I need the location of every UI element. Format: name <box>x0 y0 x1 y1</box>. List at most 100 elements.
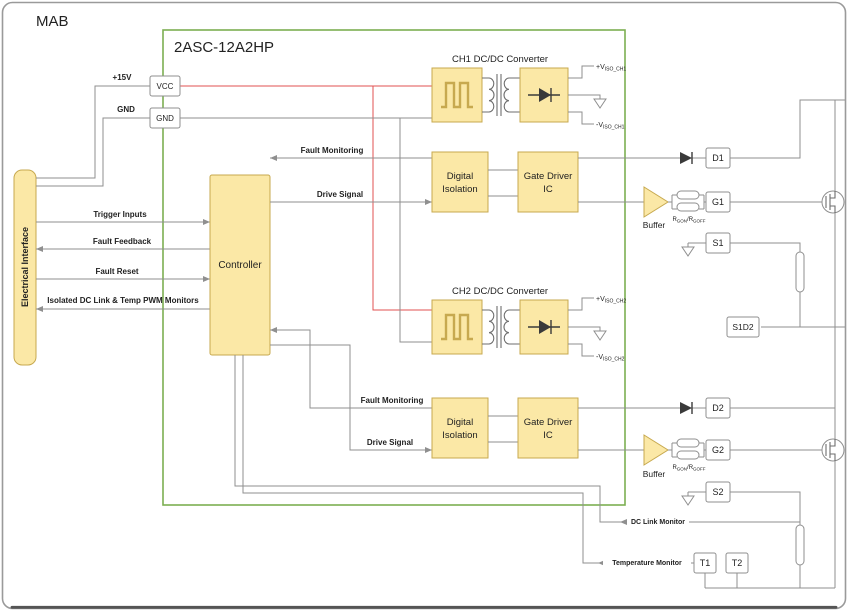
module-title: 2ASC-12A2HP <box>174 39 274 56</box>
terminal-t1 <box>693 552 717 574</box>
terminal-t2-label: T2 <box>732 558 743 568</box>
power-bridge <box>704 99 845 589</box>
ch1-isolation-driver-links <box>488 169 518 197</box>
ch2-buffer-label: Buffer <box>643 469 666 479</box>
board-label: MAB <box>36 13 69 30</box>
ch1-ground-icon <box>593 98 607 109</box>
terminal-g1-label: G1 <box>712 197 724 207</box>
ch2-gate-resistor-wires <box>668 442 706 458</box>
trigger-inputs-label: Trigger Inputs <box>93 210 147 219</box>
d2-diode-icon <box>680 402 693 414</box>
ch2-fault-monitoring-arrow-icon <box>270 327 277 333</box>
ch2-pwm-icon <box>441 313 473 341</box>
rail-15v-label: +15V <box>113 73 133 82</box>
ch2-rectifier-diode-icon <box>528 320 560 334</box>
ch1-vneg-label: -VISO_CH1 <box>596 122 625 131</box>
terminal-t2 <box>725 552 749 574</box>
low-side-resistor-icon <box>795 524 805 566</box>
ch2-rgate-label: RGON/RGOFF <box>672 465 705 471</box>
power-feed-wires <box>36 85 150 187</box>
mosfet-high-icon <box>821 190 845 214</box>
ch2-transformer-icon <box>482 306 520 348</box>
terminal-s2-label: S2 <box>712 487 723 497</box>
vcc-pin <box>149 75 181 97</box>
ch1-rgon-resistor-icon <box>676 190 700 200</box>
ch1-pwm-icon <box>441 81 473 109</box>
ch1-transformer-icon <box>482 74 520 116</box>
terminal-d1 <box>705 147 731 169</box>
gnd-pin <box>149 107 181 129</box>
terminal-g2-label: G2 <box>712 445 724 455</box>
pwm-monitors-label: Isolated DC Link & Temp PWM Monitors <box>47 296 199 305</box>
vcc-rail-wire <box>180 85 432 311</box>
ch2-fault-monitoring-wire <box>270 329 432 409</box>
fault-feedback-arrow-icon <box>36 246 43 252</box>
terminal-d2-label: D2 <box>712 403 724 413</box>
controller-block <box>209 174 271 356</box>
ch1-drive-signal-arrow-icon <box>425 199 432 205</box>
s2-ground-icon <box>681 495 695 506</box>
dc-link-monitor-label-bg <box>627 515 689 527</box>
terminal-s1d2 <box>726 316 760 338</box>
ch2-ground-icon <box>593 330 607 341</box>
temperature-monitor-label: Temperature Monitor <box>612 560 682 567</box>
fault-feedback-label: Fault Feedback <box>93 237 152 246</box>
ch2-primary-block <box>431 299 483 355</box>
ch1-rgoff-resistor-icon <box>676 202 700 212</box>
ch2-converter-title: CH2 DC/DC Converter <box>452 286 548 297</box>
vcc-feed-wire <box>36 85 150 179</box>
interface-controller-wires <box>36 219 210 312</box>
ch2-gate-driver-block <box>517 397 579 459</box>
ch1-output-wires <box>568 65 601 125</box>
d1-diode-icon <box>680 152 693 164</box>
ch1-fault-monitoring-arrow-icon <box>270 155 277 161</box>
ch2-isolation-driver-links <box>488 415 518 443</box>
ch2-digital-isolation-block <box>431 397 489 459</box>
terminal-t1-label: T1 <box>700 558 711 568</box>
gnd-feed-wire <box>36 117 150 187</box>
controller-label: Controller <box>218 260 262 271</box>
ch2-buffer-icon <box>643 434 669 466</box>
terminal-boxes: D1 G1 S1 S1D2 D2 G2 S2 T1 T2 <box>693 147 760 574</box>
ch1-vpos-label: +VISO_CH1 <box>596 64 626 73</box>
ch1-digital-isolation-block <box>431 151 489 213</box>
terminal-s2 <box>705 481 731 503</box>
ch2-drive-signal-label: Drive Signal <box>367 438 413 447</box>
ch1-converter-title: CH1 DC/DC Converter <box>452 54 548 65</box>
s1-wire <box>687 242 706 247</box>
pwm-monitors-arrow-icon <box>36 306 43 312</box>
gnd-pin-label: GND <box>156 114 174 123</box>
ch2-rgoff-resistor-icon <box>676 450 700 460</box>
ch1-primary-block <box>431 67 483 123</box>
ch2-fault-monitoring-label: Fault Monitoring <box>361 396 424 405</box>
ch1-dcdc-converter: CH1 DC/DC Converter +VISO_CH1 -VISO_CH1 <box>431 54 626 131</box>
ch1-gate-driver-block <box>517 151 579 213</box>
s2-wire <box>687 491 706 496</box>
gnd-rail-label: GND <box>117 105 135 114</box>
terminal-d2 <box>705 397 731 419</box>
module-outline <box>162 29 626 506</box>
ch1-buffer-icon <box>643 186 669 218</box>
s1-net-wire <box>730 242 801 327</box>
s2-net-wire <box>730 491 801 588</box>
ch1-buffer-label: Buffer <box>643 220 666 230</box>
ch2-dcdc-converter: CH2 DC/DC Converter +VISO_CH2 -VISO_CH2 <box>431 286 626 363</box>
fault-reset-label: Fault Reset <box>95 267 138 276</box>
bottom-return-wire <box>704 573 835 589</box>
dc-link-monitor-arrow-icon <box>620 519 627 525</box>
ch2-drive-signal-wire <box>270 344 432 451</box>
ch1-fault-monitoring-label: Fault Monitoring <box>301 146 364 155</box>
terminal-d1-label: D1 <box>712 153 724 163</box>
gnd-rail-wire <box>180 117 432 343</box>
terminal-g2 <box>705 439 731 461</box>
ch2-vneg-label: -VISO_CH2 <box>596 354 625 363</box>
electrical-interface-label: Electrical Interface <box>20 227 30 307</box>
